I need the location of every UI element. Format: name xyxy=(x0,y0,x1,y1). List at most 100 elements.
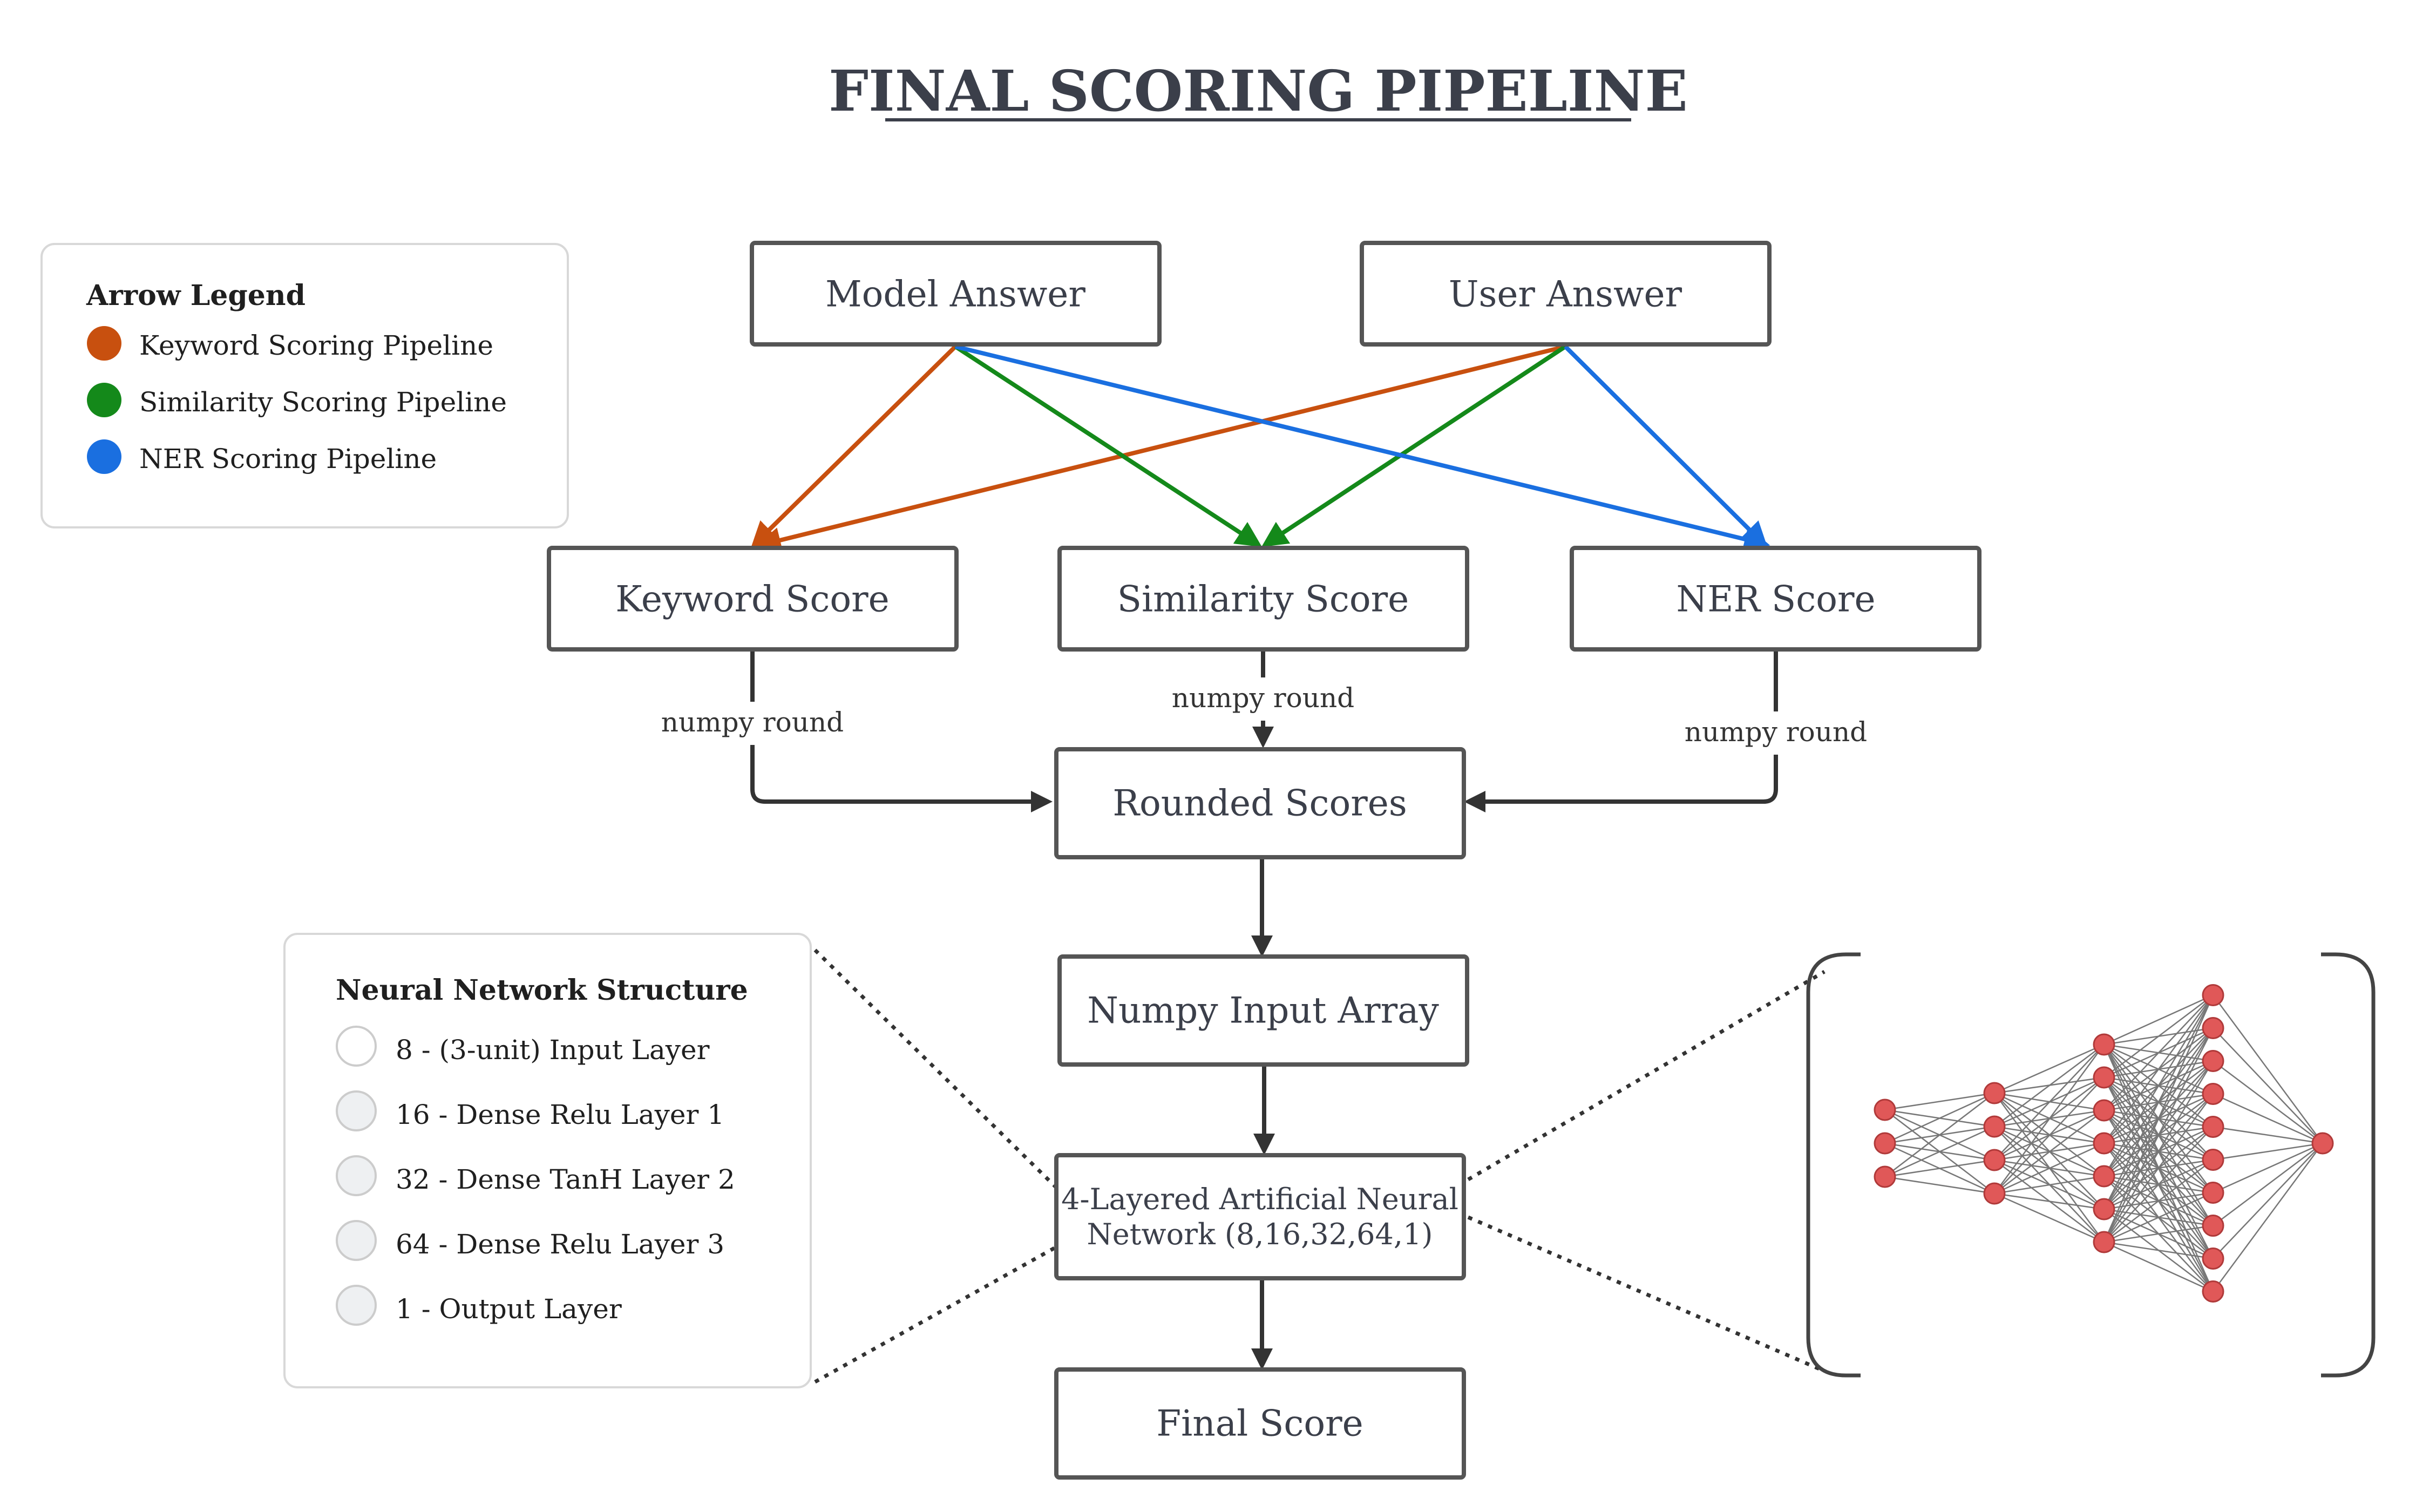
neuron xyxy=(2202,1149,2224,1171)
zoom-lines xyxy=(813,948,1826,1384)
keyword-score-label: Keyword Score xyxy=(615,579,889,620)
nn-connection xyxy=(2103,994,2214,1046)
neuron xyxy=(1874,1132,1896,1155)
ner-to-rounded-arrow xyxy=(1464,650,1778,812)
neuron xyxy=(2202,1247,2224,1270)
keyword-score-box xyxy=(547,546,959,652)
neuron xyxy=(2093,1099,2115,1122)
neuron xyxy=(2202,1182,2224,1204)
nn-connection xyxy=(2212,1143,2324,1292)
layer-label-output: 1 - Output Layer xyxy=(396,1293,622,1325)
neuron xyxy=(1874,1099,1896,1121)
pipeline-arrows xyxy=(751,344,1770,553)
neuron xyxy=(2202,1116,2224,1138)
neuron xyxy=(2093,1165,2115,1188)
numpy-input-array-box xyxy=(1057,954,1469,1067)
nn-connection xyxy=(2103,1159,2214,1243)
nn-connection xyxy=(2213,1060,2323,1144)
nn-connections xyxy=(1884,994,2324,1292)
arrow-legend-title: Arrow Legend xyxy=(86,279,306,312)
nn-connection xyxy=(2103,1241,2214,1292)
nn-connection xyxy=(2213,1093,2323,1144)
keyword-arrow-from-model xyxy=(751,345,957,548)
nn-connection xyxy=(1884,1092,1995,1111)
nn-structure-title: Neural Network Structure xyxy=(336,974,748,1007)
nn-connection xyxy=(2213,1142,2323,1194)
nn-connection xyxy=(2103,994,2214,1177)
neuron xyxy=(2202,1050,2224,1072)
zoom-line xyxy=(813,948,1058,1189)
layer-swatch-dense2 xyxy=(336,1155,377,1196)
nn-connection xyxy=(1993,1044,2105,1194)
nn-connection xyxy=(2103,1093,2214,1243)
keyword-legend-swatch xyxy=(87,326,121,361)
similarity-round-label: numpy round xyxy=(1172,682,1354,714)
arrow-legend-panel xyxy=(40,243,569,528)
zoom-line xyxy=(1467,1215,1826,1373)
ann-label-line1: 4-Layered Artificial Neural xyxy=(1061,1182,1458,1216)
ner-legend-label: NER Scoring Pipeline xyxy=(139,443,437,474)
neuron xyxy=(1983,1182,2006,1205)
ner-arrow-from-user xyxy=(1564,345,1768,548)
layer-swatch-input xyxy=(336,1026,377,1067)
neuron xyxy=(2202,1083,2224,1105)
nn-illustration xyxy=(1806,952,2376,1378)
numpy-input-array-label: Numpy Input Array xyxy=(1087,990,1439,1032)
nn-connection xyxy=(2213,1027,2323,1144)
final-score-box xyxy=(1054,1367,1466,1480)
nn-connection xyxy=(2213,1143,2323,1226)
similarity-score-label: Similarity Score xyxy=(1117,579,1409,620)
ner-score-box xyxy=(1570,546,1982,652)
nn-connection xyxy=(2103,994,2214,1243)
keyword-round-label: numpy round xyxy=(661,707,844,738)
user-answer-box xyxy=(1360,241,1772,347)
nn-connection xyxy=(1994,1175,2105,1195)
edge-label-bg xyxy=(1679,711,1873,755)
nn-connection xyxy=(1994,1077,2105,1194)
rounded-scores-box xyxy=(1054,747,1466,859)
neuron xyxy=(2093,1066,2115,1089)
neuron xyxy=(2202,1280,2224,1303)
user-answer-label: User Answer xyxy=(1449,274,1682,315)
nn-connection xyxy=(2103,1192,2214,1243)
nn-connection xyxy=(1884,1093,1995,1177)
nn-connection xyxy=(2103,994,2214,1210)
ann-box xyxy=(1054,1153,1466,1280)
nn-connection xyxy=(2103,1241,2214,1259)
similarity-arrow-from-user xyxy=(1261,344,1567,547)
layer-swatch-dense3 xyxy=(336,1220,377,1261)
similarity-score-box xyxy=(1057,546,1469,652)
arrow-legend: Arrow Legend Keyword Scoring Pipeline Si… xyxy=(40,243,569,528)
neuron xyxy=(2202,984,2224,1006)
neuron xyxy=(2093,1198,2115,1221)
neuron xyxy=(2311,1132,2334,1155)
zoom-line xyxy=(1467,969,1826,1182)
nn-connection xyxy=(2103,994,2214,1078)
keyword-arrow-from-user xyxy=(755,344,1566,553)
nn-connection xyxy=(1884,1159,1995,1178)
neuron xyxy=(2093,1231,2115,1253)
nn-connection xyxy=(2103,1027,2214,1243)
keyword-to-rounded-arrow xyxy=(750,650,1053,812)
layer-swatch-output xyxy=(336,1285,377,1326)
nn-connection xyxy=(1884,1176,1995,1195)
similarity-legend-swatch xyxy=(87,383,121,417)
ner-round-label: numpy round xyxy=(1685,716,1867,748)
layer-label-dense2: 32 - Dense TanH Layer 2 xyxy=(396,1164,735,1195)
layer-label-dense1: 16 - Dense Relu Layer 1 xyxy=(396,1099,724,1130)
nn-connection xyxy=(1994,1043,2105,1128)
zoom-line xyxy=(814,1245,1057,1384)
neuron xyxy=(2202,1215,2224,1237)
similarity-arrow-from-model xyxy=(954,344,1263,547)
nn-connection xyxy=(2103,994,2214,1144)
right-bracket xyxy=(2321,952,2376,1378)
neuron xyxy=(1983,1115,2006,1138)
nn-connection xyxy=(2103,994,2214,1111)
edge-label-bg xyxy=(1166,677,1360,721)
nn-connection xyxy=(1884,1092,1995,1144)
nn-connection xyxy=(2213,1143,2323,1259)
rounded-scores-label: Rounded Scores xyxy=(1112,783,1407,824)
edge-label-bg xyxy=(656,702,850,745)
layer-label-dense3: 64 - Dense Relu Layer 3 xyxy=(396,1229,724,1260)
